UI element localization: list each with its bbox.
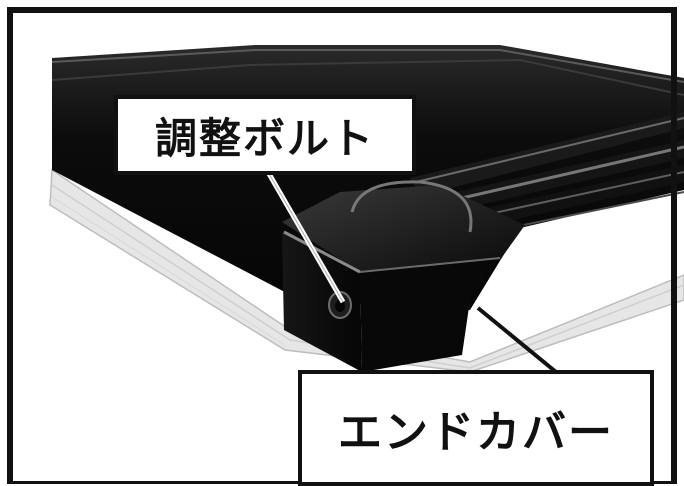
leader-line-adjust-bolt	[265, 170, 346, 304]
outer-frame	[7, 7, 677, 484]
end-cover-label: エンドカバー	[298, 370, 654, 486]
leader-line-end-cover	[476, 306, 558, 374]
adjust-bolt-label: 調整ボルト	[114, 95, 416, 175]
adjust-bolt-label-text: 調整ボルト	[154, 113, 375, 163]
end-cover	[282, 180, 525, 372]
end-cover-label-text: エンドカバー	[338, 407, 614, 458]
leader-line-adjust-bolt-edge	[267, 171, 344, 303]
